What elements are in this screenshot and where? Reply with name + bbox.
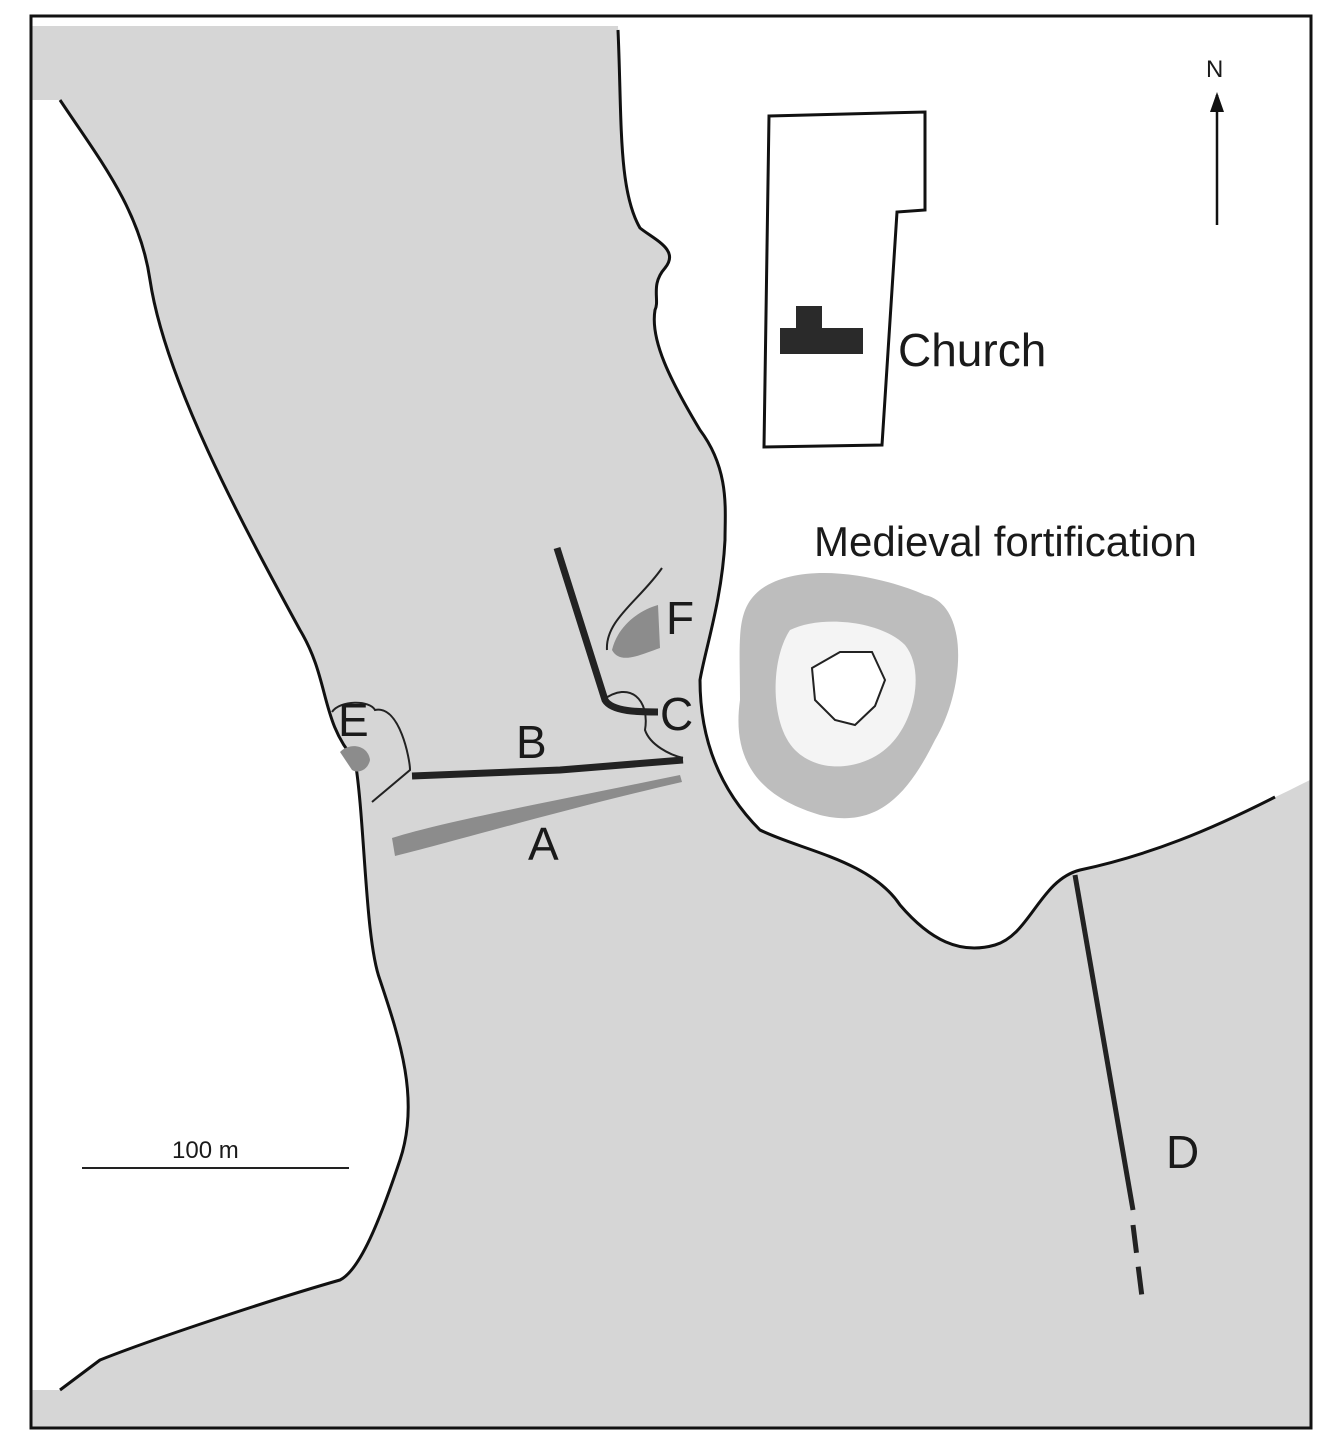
feature-f-label: F bbox=[666, 592, 694, 644]
feature-b-label: B bbox=[516, 716, 547, 768]
fortification-label: Medieval fortification bbox=[814, 518, 1197, 565]
feature-e-label: E bbox=[338, 694, 369, 746]
land-west bbox=[32, 100, 409, 1390]
feature-d-label: D bbox=[1166, 1126, 1199, 1178]
map-border bbox=[29, 14, 1313, 1430]
shoreline-east bbox=[616, 29, 1276, 950]
church-label: Church bbox=[898, 324, 1046, 376]
church-building bbox=[780, 306, 863, 354]
scale-bar-label: 100 m bbox=[172, 1137, 239, 1164]
feature-c bbox=[553, 546, 659, 716]
feature-c-label: C bbox=[660, 688, 693, 740]
churchyard-outline bbox=[762, 110, 927, 449]
feature-e-outline bbox=[331, 701, 412, 803]
feature-f-outline bbox=[605, 567, 663, 651]
north-arrow-label: N bbox=[1206, 56, 1223, 83]
fortification-bailey bbox=[810, 651, 887, 727]
feature-a bbox=[392, 775, 682, 856]
feature-b bbox=[411, 756, 684, 780]
shoreline-west bbox=[58, 99, 410, 1392]
feature-a-label: A bbox=[528, 818, 559, 870]
feature-d bbox=[1072, 874, 1136, 1211]
scale-bar: 100 m bbox=[82, 1137, 349, 1169]
feature-d-dashed bbox=[1130, 1224, 1146, 1306]
north-arrow: N bbox=[1206, 56, 1224, 225]
feature-e bbox=[340, 746, 370, 772]
feature-f bbox=[612, 605, 660, 658]
feature-c-outline bbox=[602, 690, 684, 759]
